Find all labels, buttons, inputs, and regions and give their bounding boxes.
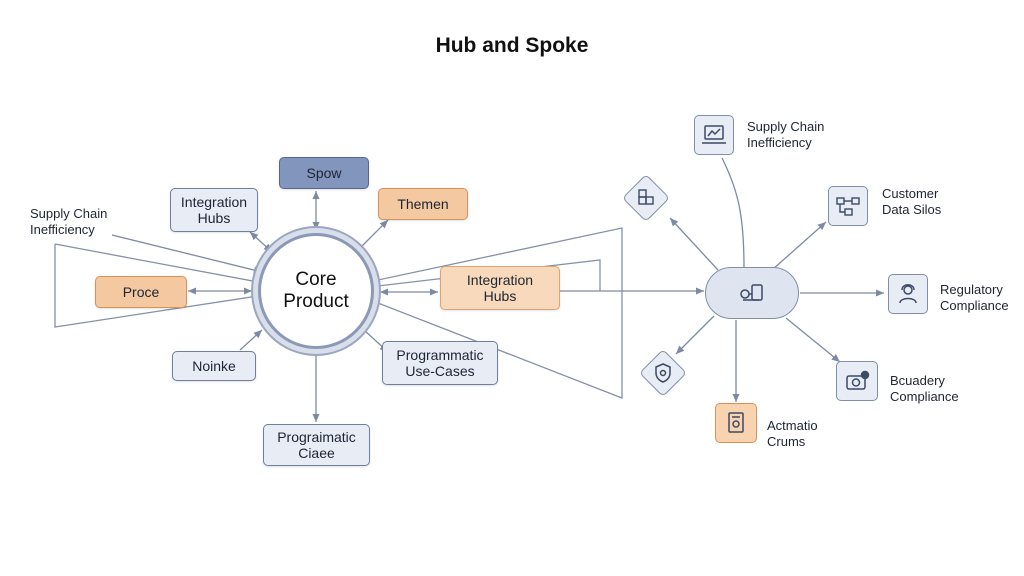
spoke-top-diamond [669,217,719,271]
connector-supply-label [111,234,263,274]
regulatory-line1: Regulatory [940,282,1003,297]
supply-chain-right-line1: Supply Chain [747,119,825,134]
programmatic-use-cases-box[interactable]: Programmatic Use-Cases [382,341,498,385]
actmatio-label: Actmatio Crums [767,418,857,450]
bcuadery-label: Bcuadery Compliance [890,373,990,405]
diagram-title: Hub and Spoke [435,34,589,57]
camera-icon [846,370,870,390]
person-icon [899,284,917,304]
prograimatic-ciaee-line2: Ciaee [298,445,335,461]
laptop-chart-icon [702,125,726,144]
bcuadery-line1: Bcuadery [890,373,945,388]
connector-themen [359,219,389,249]
spow-box[interactable]: Spow [279,157,369,189]
integration-hubs-top-box[interactable]: Integration Hubs [170,188,258,232]
spoke-bottom-diamond [675,315,715,355]
supply-chain-right-line2: Inefficiency [747,135,812,150]
customer-data-node[interactable] [828,186,868,226]
bcuadery-line2: Compliance [890,389,959,404]
spoke-bcuadery [785,317,841,363]
flowchart-icon [836,197,860,216]
actmatio-node[interactable] [715,403,757,443]
hub-devices-icon [740,284,763,301]
programmatic-use-cases-line2: Use-Cases [405,363,475,379]
integration-hubs-top-line2: Hubs [197,210,231,226]
themen-box[interactable]: Themen [378,188,468,220]
hub-node[interactable] [705,267,799,319]
spoke-supply [721,157,745,269]
supply-chain-right-label: Supply Chain Inefficiency [747,119,857,151]
integration-hubs-top-line1: Integration [180,194,248,210]
prograimatic-ciaee-line1: Prograimatic [277,429,356,445]
integration-hubs-right-box[interactable]: Integration Hubs [440,266,560,310]
document-gear-icon [728,412,744,433]
boxes-icon [638,189,654,205]
proce-label: Proce [122,284,160,300]
bottom-diamond-node[interactable] [638,348,688,398]
integration-hubs-right-line2: Hubs [483,288,517,304]
customer-data-label: Customer Data Silos [882,186,982,218]
supply-chain-label-line1: Supply Chain [30,206,108,221]
shield-icon [655,363,671,383]
spoke-customer [771,221,827,271]
supply-chain-label-left: Supply Chain Inefficiency [30,206,125,238]
left-funnel-outline [54,244,259,328]
prograimatic-ciaee-box[interactable]: Prograimatic Ciaee [263,424,370,466]
customer-data-line1: Customer [882,186,939,201]
noinke-label: Noinke [192,358,236,374]
connector-integration-top [249,231,273,253]
regulatory-line2: Compliance [940,298,1009,313]
core-product-node[interactable]: Core Product [258,233,374,349]
top-diamond-node[interactable] [621,173,671,223]
integration-hubs-right-line1: Integration [466,272,534,288]
supply-chain-label-line2: Inefficiency [30,222,95,237]
core-product-line1: Core [295,269,337,290]
themen-label: Themen [397,196,449,212]
regulatory-node[interactable] [888,274,928,314]
proce-box[interactable]: Proce [95,276,187,308]
left-funnel-top [54,243,259,283]
connector-noinke [239,329,263,351]
spow-label: Spow [306,165,342,181]
core-product-line2: Product [283,291,349,312]
regulatory-label: Regulatory Compliance [940,282,1024,314]
right-funnel-outline [377,227,623,399]
programmatic-use-cases-line1: Programmatic [396,347,484,363]
customer-data-line2: Data Silos [882,202,942,217]
noinke-box[interactable]: Noinke [172,351,256,381]
actmatio-line2: Crums [767,434,806,449]
supply-chain-node[interactable] [694,115,734,155]
actmatio-line1: Actmatio [767,418,818,433]
bcuadery-node[interactable] [836,361,878,401]
